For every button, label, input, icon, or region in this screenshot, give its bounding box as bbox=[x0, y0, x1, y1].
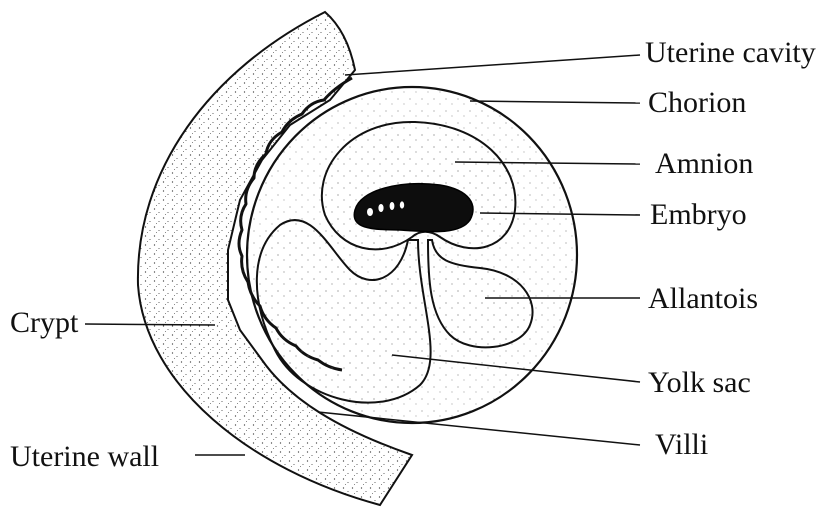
label-amnion: Amnion bbox=[655, 149, 753, 179]
label-villi: Villi bbox=[655, 430, 708, 460]
label-uterine-wall: Uterine wall bbox=[10, 442, 159, 472]
label-chorion: Chorion bbox=[648, 88, 746, 118]
label-crypt: Crypt bbox=[10, 308, 78, 338]
leader-uterine-cavity bbox=[345, 55, 640, 75]
label-yolk-sac: Yolk sac bbox=[648, 368, 751, 398]
leader-crypt bbox=[85, 324, 215, 325]
label-uterine-cavity: Uterine cavity bbox=[645, 38, 816, 68]
label-embryo: Embryo bbox=[650, 200, 747, 230]
label-allantois: Allantois bbox=[648, 284, 758, 314]
leader-chorion bbox=[470, 101, 640, 103]
